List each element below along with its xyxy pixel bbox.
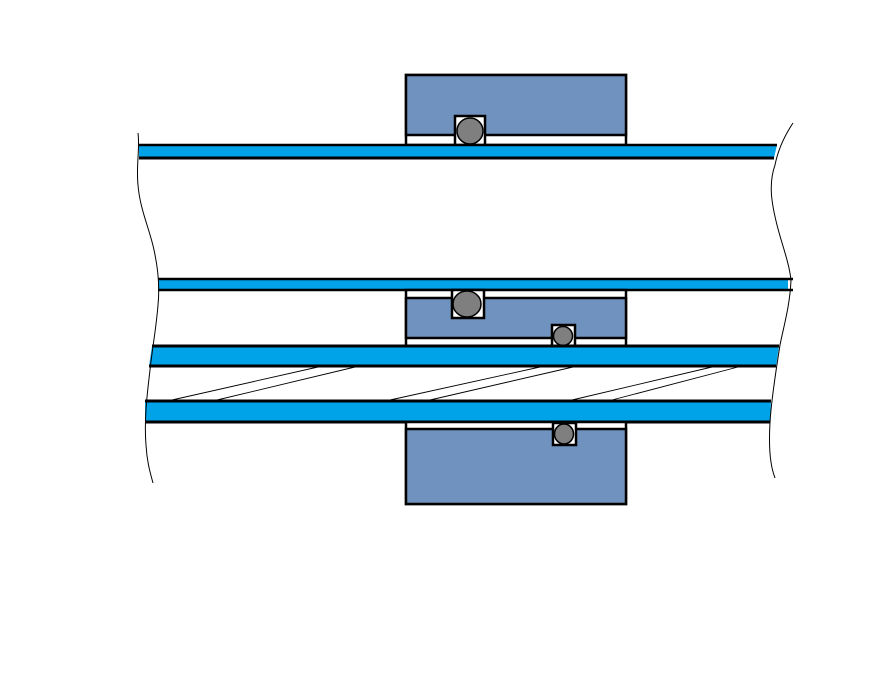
bottom-housing	[404, 420, 628, 506]
o-ring-icon	[553, 423, 575, 445]
inner-tube-upper-wall	[149, 346, 779, 366]
middle-pipe-wall	[158, 279, 788, 290]
middle-seal-small	[550, 323, 577, 348]
left-break-line	[136, 132, 160, 484]
inner-tube-lower-wall	[145, 401, 771, 422]
top-seal	[453, 114, 487, 147]
o-ring-icon	[456, 117, 484, 145]
o-ring-icon	[552, 325, 574, 347]
top-pipe-wall	[139, 145, 777, 158]
bottom-seal	[551, 421, 578, 447]
top-housing	[404, 73, 628, 147]
o-ring-icon	[452, 290, 482, 318]
middle-housing	[404, 288, 628, 348]
right-break-line	[769, 122, 794, 479]
thread-hatching	[171, 366, 739, 401]
middle-seal-large	[450, 288, 486, 320]
